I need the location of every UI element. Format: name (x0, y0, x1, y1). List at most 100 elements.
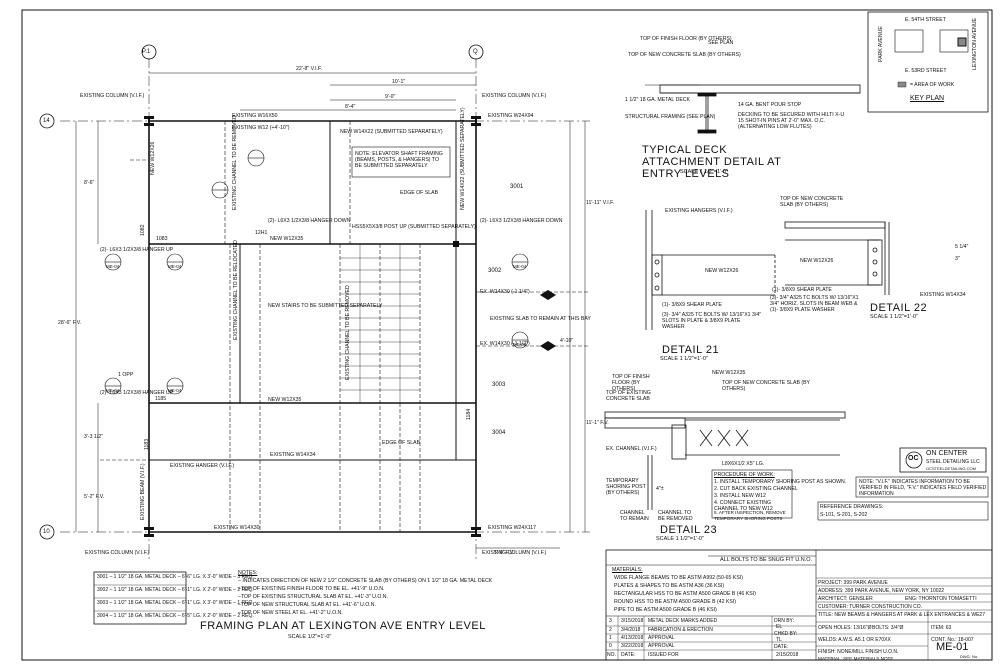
plan-label: EXISTING CHANNEL TO BE REMOVED (345, 285, 351, 380)
revision-desc: APPROVAL (648, 635, 675, 641)
plan-label: HSS5X5X3/8 POST UP (SUBMITTED SEPARATELY… (352, 224, 476, 230)
piece-mark: 1183 (144, 438, 150, 450)
typical-detail-scale: SCALE 1 1/2"=1'-0" (680, 169, 728, 175)
key-legend: = AREA OF WORK (910, 82, 955, 88)
typical-detail-title: TYPICAL DECK ATTACHMENT DETAIL AT ENTRY … (642, 144, 782, 180)
detail-label: 14 GA. BENT POUR STOP (738, 102, 802, 108)
detail-label: (3)- 3/4" A325 TC BOLTS W/ 13/16"X1 3/4"… (662, 312, 762, 330)
detail-label: STRUCTURAL FRAMING (SEE PLAN) (625, 114, 716, 120)
welds: WELDS: A.W.S. A5.1 OR E70XX (818, 637, 891, 643)
deck-schedule-row: 3003 – 1 1/2" 18 GA. METAL DECK – 6'-1" … (97, 600, 254, 606)
dimension-lines (75, 72, 586, 549)
detail-label: CHANNEL TO REMAIN (620, 510, 649, 522)
vif-note: NOTE: "V.I.F." INDICATES INFORMATION TO … (859, 479, 987, 497)
materials-title: MATERIALS: (612, 567, 643, 573)
plan-label: EXISTING W12 (+4'-10") (232, 125, 290, 131)
detail-ref: ME-04 (168, 264, 182, 269)
procedure-step: 3. INSTALL NEW W12 (714, 493, 766, 499)
detail-label: (1)- 3/8X9 SHEAR PLATE (772, 287, 832, 293)
plan-label: (2)- L6X3 1/2X3/8 HANGER DOWN (480, 218, 563, 224)
key-plan-title: KEY PLAN (910, 95, 945, 102)
piece-mark: 1184 (466, 408, 472, 420)
detail-ref: ME-04 (168, 388, 182, 393)
detail-label: EXISTING W14X34 (920, 292, 966, 298)
architect: ARCHITECT: GENSLER (818, 596, 873, 602)
detail-ref: ME-04 (513, 264, 527, 269)
piece-mark: 1083 (156, 236, 168, 242)
street-label: E. 54TH STREET (905, 17, 946, 23)
detail-label: TOP OF NEW CONCRETE SLAB (BY OTHERS) (780, 196, 844, 208)
detail-label: TEMPORARY SHORING POST (BY OTHERS) (606, 478, 646, 496)
reference-value: S-101, S-201, S-202 (820, 512, 868, 518)
company-sub: STEEL DETAILING LLC (926, 459, 980, 465)
detail-label: SEE PLAN (708, 40, 734, 46)
plan-label: EX. W14X30 (-1 1/2") (480, 341, 530, 347)
drawing-title: TITLE: NEW BEAMS & HANGERS AT PARK & LEX… (818, 612, 985, 618)
plan-scale: SCALE 1/2"=1'-0" (288, 634, 332, 640)
deck-mark: 3002 (488, 268, 502, 274)
contract: CONT. No.: 18-007 (931, 637, 974, 643)
plan-label: EXISTING COLUMN (V.I.F.) (85, 550, 150, 556)
address: ADDRESS: 399 PARK AVENUE, NEW YORK, NY 1… (818, 588, 945, 594)
plan-label: EXISTING CHANNEL TO BE REMOVED (232, 115, 238, 210)
plan-label: (2)- L6X3 1/2X3/8 HANGER UP (100, 247, 174, 253)
piece-mark: 1185 (155, 396, 167, 402)
secondary-beams (149, 121, 476, 461)
detail-label: 3" (955, 256, 960, 262)
note-item: –TOP OF NEW STRUCTURAL SLAB AT EL. +41'-… (238, 602, 376, 608)
plan-label: EDGE OF SLAB (400, 190, 439, 196)
dimension: 3'-3 1/2" (84, 434, 103, 440)
revision-no: 2 (609, 627, 612, 633)
revision-date: 3/22/2018 (621, 643, 644, 649)
revision-no: 3 (609, 618, 612, 624)
drawn-label: DRN BY: (774, 618, 795, 624)
date-value: 2/15/2018 (776, 652, 799, 658)
plan-label: NEW W12X26 (150, 141, 156, 175)
detail-label: EX. CHANNEL (V.I.F.) (606, 446, 657, 452)
dimension: 5'-6" F.V. (494, 550, 515, 556)
material-item: RECTANGULAR HSS TO BE ASTM A500 GRADE B … (614, 591, 756, 597)
detail-22-lines (784, 221, 890, 295)
checked-label: CHKD BY: (774, 631, 798, 637)
plan-label: NEW W14X22 (SUBMITTED SEPARATELY) (460, 107, 466, 210)
revision-no: 1 (609, 635, 612, 641)
deck-mark: 3001 (510, 184, 524, 190)
deck-mark: 3004 (492, 430, 506, 436)
material-item: PIPE TO BE ASTM A500 GRADE B (46 KSI) (614, 607, 717, 613)
open-holes: OPEN HOLES: 13/16"Ø (818, 625, 872, 631)
detail-label: 1 1/2" 18 GA. METAL DECK (625, 97, 690, 103)
plan-label: EXISTING HANGER (V.I.F.) (170, 463, 235, 469)
detail-label: NEW W12X26 (800, 258, 834, 264)
deck-schedule-row: 3001 – 1 1/2" 18 GA. METAL DECK – 6'-6" … (97, 574, 254, 580)
dimension: 9'-0" (385, 94, 396, 100)
deck-mark: 3003 (492, 382, 506, 388)
revision-date: DATE: (621, 652, 636, 658)
detail-22-scale: SCALE 1 1/2"=1'-0" (870, 314, 918, 320)
detail-label: DECKING TO BE SECURED WITH HILTI X-U 15 … (738, 112, 845, 130)
detail-23-lines (604, 411, 846, 510)
material-item: WIDE FLANGE BEAMS TO BE ASTM A992 (50-65… (614, 575, 743, 581)
detail-21-title: DETAIL 21 (662, 344, 720, 356)
detail-label: NEW W12X26 (705, 268, 739, 274)
deck-schedule-row: 3002 – 1 1/2" 18 GA. METAL DECK – 6'-1" … (97, 587, 254, 593)
plan-label: EXISTING BEAM (V.I.F.) (140, 463, 146, 520)
callout-bubbles (104, 149, 529, 395)
detail-21-lines (645, 210, 776, 330)
note-item: –TOP OF EXISTING FINISH FLOOR TO BE EL. … (238, 586, 385, 592)
plan-label: NEW W14X22 (SUBMITTED SEPARATELY) (340, 129, 443, 135)
procedure-step: 4. CONNECT EXISTING CHANNEL TO NEW W12 (714, 500, 773, 512)
plan-label: EXISTING CHANNEL TO BE RELOCATED (233, 240, 239, 340)
project: PROJECT: 399 PARK AVENUE (818, 580, 888, 586)
dimension: 4'-10" (560, 338, 574, 344)
dimension: 11'-11" V.I.F. (586, 200, 615, 206)
procedure-step: 1. INSTALL TEMPORARY SHORING POST AS SHO… (714, 479, 847, 485)
piece-mark: 1082 (140, 224, 146, 236)
plan-label: EXISTING W24X117 (488, 525, 537, 531)
detail-label: (1)- 3/8X9 SHEAR PLATE (662, 302, 722, 308)
revision-desc: APPROVAL (648, 643, 675, 649)
elevator-note: NOTE: ELEVATOR SHAFT FRAMING (BEAMS, POS… (355, 151, 443, 169)
dimension: 5'-2" F.V. (84, 494, 105, 500)
company-web: OCSTEELDETAILING.COM (926, 466, 976, 471)
revision-no: NO. (607, 652, 616, 658)
